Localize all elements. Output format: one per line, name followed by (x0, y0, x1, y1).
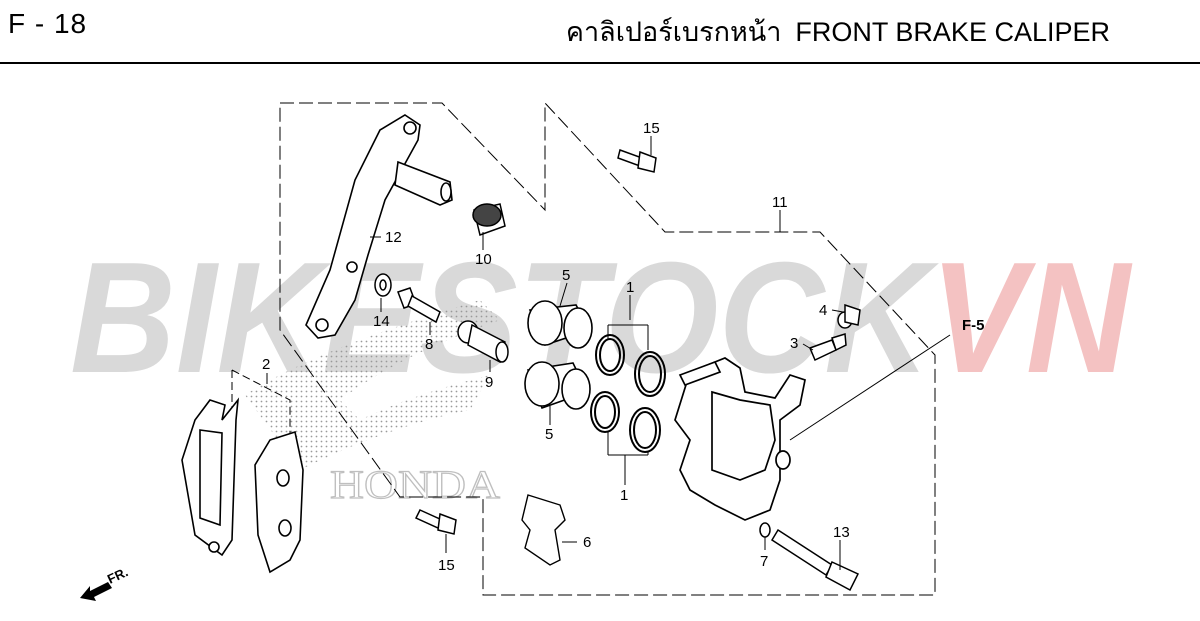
title-english: FRONT BRAKE CALIPER (795, 17, 1110, 47)
watermark-text-main: BIKESTOCK (70, 230, 939, 406)
callout-12: 12 (385, 229, 402, 246)
assembly-boundary (279, 101, 936, 596)
callout-9: 9 (485, 374, 493, 391)
callout-10: 10 (475, 251, 492, 268)
front-arrow-icon (80, 582, 112, 601)
title-thai: คาลิเปอร์เบรกหน้า (565, 17, 782, 47)
caliper-piston-lower (524, 361, 591, 410)
page-title: คาลิเปอร์เบรกหน้า FRONT BRAKE CALIPER (566, 10, 1110, 53)
caliper-pin (457, 320, 509, 364)
reference-f5: F-5 (962, 317, 985, 334)
callout-13: 13 (833, 524, 850, 541)
callout-7: 7 (760, 553, 768, 570)
callout-5-upper: 5 (562, 267, 570, 284)
callout-15-upper: 15 (643, 120, 660, 137)
front-direction-marker: FR. (80, 564, 130, 601)
pin-boot (472, 203, 506, 236)
callout-6: 6 (583, 534, 591, 551)
watermark-text-accent: VN (930, 230, 1133, 406)
callout-4: 4 (819, 302, 827, 319)
caliper-body (674, 357, 806, 521)
callout-15-lower: 15 (438, 557, 455, 574)
page-code: F - 18 (8, 8, 88, 39)
callout-1-upper: 1 (626, 279, 634, 296)
caliper-bolt-upper (617, 149, 657, 173)
brake-pad-outer (181, 397, 240, 557)
callout-5-lower: 5 (545, 426, 553, 443)
washer (374, 273, 392, 297)
callout-8: 8 (425, 336, 433, 353)
callout-3: 3 (790, 335, 798, 352)
o-ring (759, 522, 771, 538)
piston-seal-set (590, 334, 666, 453)
honda-wing-logo (245, 300, 500, 470)
callout-labels: 15 11 12 10 5 1 4 3 14 8 9 2 5 1 6 15 7 … (262, 120, 985, 574)
honda-logo-text: HONDA (330, 462, 500, 507)
front-direction-label: FR. (105, 564, 130, 586)
callout-11: 11 (772, 194, 788, 211)
callout-14: 14 (373, 313, 390, 330)
pin-bolt (397, 287, 441, 324)
callout-2: 2 (262, 356, 270, 373)
pad-set-boundary (231, 369, 291, 440)
caliper-bracket (305, 114, 453, 339)
pad-pin (770, 528, 860, 592)
caliper-piston-upper (527, 300, 593, 349)
callout-1-lower: 1 (620, 487, 628, 504)
bleeder-cap (837, 303, 861, 329)
bleeder-valve (809, 333, 847, 362)
brake-pad-inner (254, 430, 304, 574)
header-divider (0, 62, 1200, 64)
pad-spring (521, 494, 566, 566)
caliper-bolt-lower (414, 509, 457, 535)
leader-lines (266, 136, 951, 570)
